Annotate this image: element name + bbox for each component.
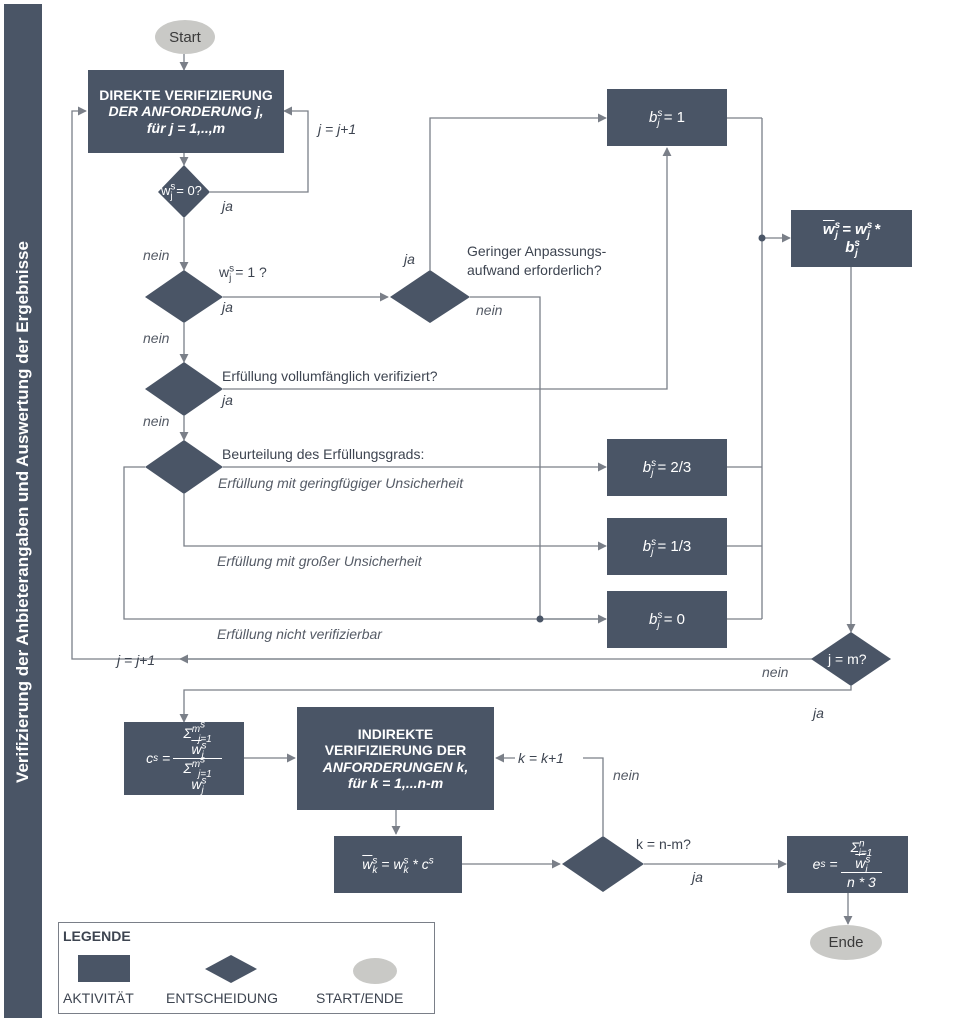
label-ja-jm: ja [813,705,824,721]
label-ja-geringer: ja [404,251,415,267]
legend-activity-swatch [78,955,130,982]
label-k-incr: k = k+1 [518,750,564,766]
legend-startend-swatch [353,958,397,984]
b-equals-2-3-box: bsj = 2/3 [607,439,727,496]
label-geringfuegig: Erfüllung mit geringfügiger Unsicherheit [218,475,464,491]
label-erfuellung-verifiziert: Erfüllung vollumfänglich verifiziert? [222,368,438,384]
decision-w1 [145,270,223,323]
b-equals-1-3-box: bsj = 1/3 [607,518,727,575]
label-nicht-verifizierbar: Erfüllung nicht verifizierbar [217,626,382,642]
indirect-line4: für k = 1,...n-m [347,774,444,791]
sidebar [4,4,42,1018]
decision-geringer [390,270,470,323]
weighted-k-box: wsk = wsk * cs [334,836,462,893]
b23-value: = 2/3 [657,458,692,476]
weighted-score-box: wsj = wsj * bsj [791,210,912,267]
decision-verifiziert [145,362,223,416]
label-ja-w1: ja [222,299,233,315]
w0-question: = 0? [176,183,202,198]
label-ja-k: ja [692,869,703,885]
label-nein-k: nein [613,767,640,783]
decision-beurteilung [145,440,223,494]
label-j-incr-bottom: j = j+1 [117,652,156,668]
direct-line1: DIREKTE VERIFIZIERUNG [99,87,273,104]
label-k-question: k = n-m? [636,836,691,852]
b-equals-0-box: bsj = 0 [607,591,727,648]
direct-line2: DER ANFORDERUNG j, [108,103,264,120]
direct-verification-box: DIREKTE VERIFIZIERUNG DER ANFORDERUNG j,… [88,70,284,153]
label-ja-verifiziert: ja [222,392,233,408]
w1-question: = 1 ? [235,264,267,280]
label-geringer-line2: aufwand erforderlich? [467,262,602,278]
label-nein-jm: nein [762,664,789,680]
indirect-line3: ANFORDERUNGEN k, [322,758,469,775]
label-ja-w0: ja [222,198,233,214]
label-nein-w1: nein [143,330,170,346]
label-nein-w0: nein [143,247,170,263]
b1-value: = 1 [663,108,686,126]
indirect-line2: VERIFIZIERUNG DER [324,742,467,759]
decision-w0 [158,165,210,218]
label-j-incr-top: j = j+1 [318,121,357,137]
decision-k [562,836,644,892]
label-w1-question: wsj = 1 ? [219,263,267,284]
label-geringer-line1: Geringer Anpassungs- [467,243,607,259]
b-equals-1-box: bsj = 1 [607,89,727,146]
direct-line3: für j = 1,..,m [146,119,226,136]
legend-activity-label: AKTIVITÄT [63,990,134,1006]
legend-decision-swatch [205,955,257,983]
b13-value: = 1/3 [657,537,692,555]
decision-jm-label: j = m? [828,651,867,667]
label-nein-verifiziert: nein [143,413,170,429]
end-oval: Ende [810,925,882,960]
legend-startend-label: START/ENDE [316,990,404,1006]
decision-jm [811,632,891,686]
end-label: Ende [828,934,864,951]
start-oval: Start [155,20,215,54]
legend-decision-label: ENTSCHEIDUNG [166,990,279,1006]
label-beurteilung: Beurteilung des Erfüllungsgrads: [222,446,425,462]
label-nein-geringer: nein [476,302,503,318]
decision-w0-label: wsj = 0? [161,181,202,202]
label-gross: Erfüllung mit großer Unsicherheit [217,553,422,569]
legend-title: LEGENDE [63,928,131,944]
b0-value: = 0 [663,610,686,628]
indirect-verification-box: INDIREKTE VERIFIZIERUNG DER ANFORDERUNGE… [297,707,494,810]
indirect-line1: INDIREKTE [357,726,434,743]
start-label: Start [169,28,201,46]
